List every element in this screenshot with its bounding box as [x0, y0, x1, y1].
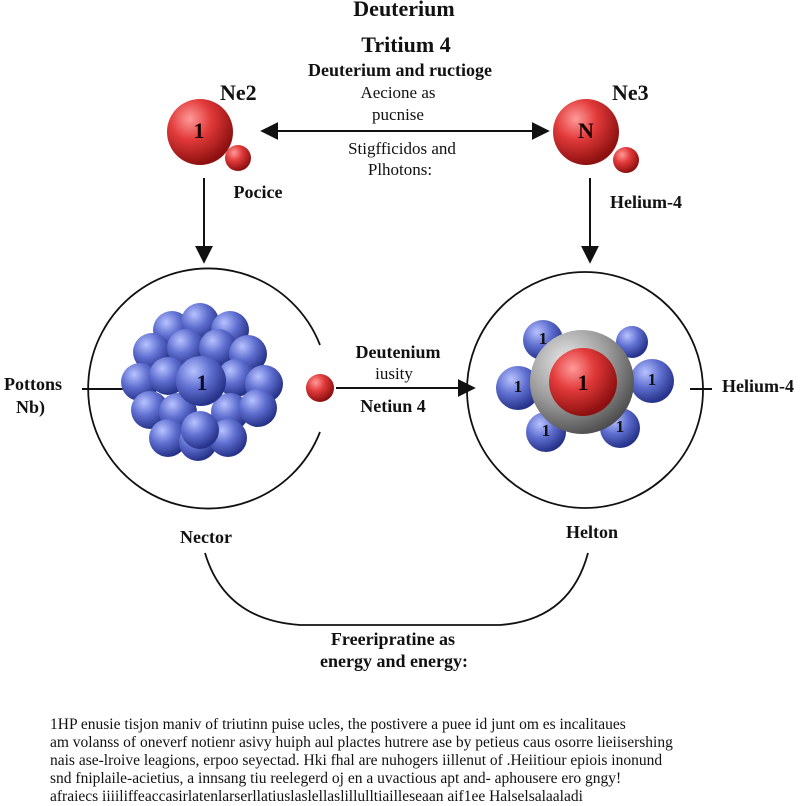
left-side-label-2: Nb)	[16, 397, 46, 417]
left-nucleus-caption: Nector	[180, 527, 232, 547]
neutron-sphere	[181, 411, 219, 449]
neutron-number-bottom-left: 1	[541, 421, 551, 440]
left-side-label-1: Pottons	[4, 374, 62, 394]
top-right-proton	[553, 99, 619, 165]
free-particle	[306, 374, 334, 402]
right-symbol: Ne3	[612, 80, 649, 105]
neutron-number-right: 1	[647, 370, 657, 389]
neutron-sphere	[131, 391, 169, 429]
right-proton-letter: N	[578, 118, 594, 143]
center-line-3: pucnise	[372, 105, 424, 124]
center-proton	[549, 348, 617, 416]
right-nucleus-caption: Helton	[566, 522, 618, 542]
left-proton-number: 1	[193, 118, 205, 143]
neutron-number-left: 1	[513, 377, 523, 396]
neutron-left	[496, 366, 540, 410]
top-left-small-particle	[225, 145, 251, 171]
paragraph-line: afraiecs iiiiliffeaccasirlatenlarserllat…	[50, 788, 583, 805]
paragraph-line: 1HP enusie tisjon maniv of triutinn puis…	[50, 716, 626, 733]
middle-label-2: iusity	[375, 364, 413, 383]
left-symbol: Ne2	[220, 80, 257, 105]
center-neutron-sphere	[176, 356, 226, 406]
center-line-2: Aecione as	[360, 83, 436, 102]
bottom-label-2: energy and energy:	[320, 651, 468, 671]
middle-label-3: Netiun 4	[360, 396, 426, 416]
right-side-label: Helium-4	[722, 376, 794, 396]
left-nucleus-number: 1	[196, 370, 208, 395]
left-caption: Pocice	[233, 182, 283, 202]
description-paragraph: 1HP enusie tisjon maniv of triutinn puis…	[50, 716, 770, 806]
paragraph-line: snd fniplaile-acietius, a innsang tiu re…	[50, 770, 622, 787]
top-left-proton	[167, 99, 233, 165]
neutron-right	[630, 359, 674, 403]
neutron-top-right	[616, 326, 648, 358]
right-nucleus	[496, 320, 674, 452]
neutron-sphere	[149, 419, 187, 457]
middle-label-1: Deutenium	[355, 342, 441, 362]
right-nucleus-number: 1	[577, 370, 589, 395]
neutron-sphere	[239, 389, 277, 427]
paragraph-line: nais ase-lroive leagions, erpoo seyectad…	[50, 752, 663, 769]
bottom-label-1: Freeripratine as	[330, 629, 456, 649]
bottom-return-curve	[204, 552, 589, 626]
neutron-number-bottom-right: 1	[615, 417, 625, 436]
center-heading: Deuterium and ructioge	[308, 60, 492, 80]
center-line-5: Plhotons:	[367, 160, 433, 179]
center-line-4: Stigfficidos and	[348, 139, 456, 158]
title-line-2: Tritium 4	[361, 32, 451, 57]
right-caption: Helium-4	[610, 192, 682, 212]
top-right-small-particle	[613, 147, 639, 173]
left-nucleus-cluster	[121, 303, 283, 461]
title-line-1: Deuterium	[353, 0, 455, 21]
neutron-number-top: 1	[538, 329, 548, 348]
paragraph-line: am volanss of oneverf notienr asivy huip…	[50, 734, 673, 751]
